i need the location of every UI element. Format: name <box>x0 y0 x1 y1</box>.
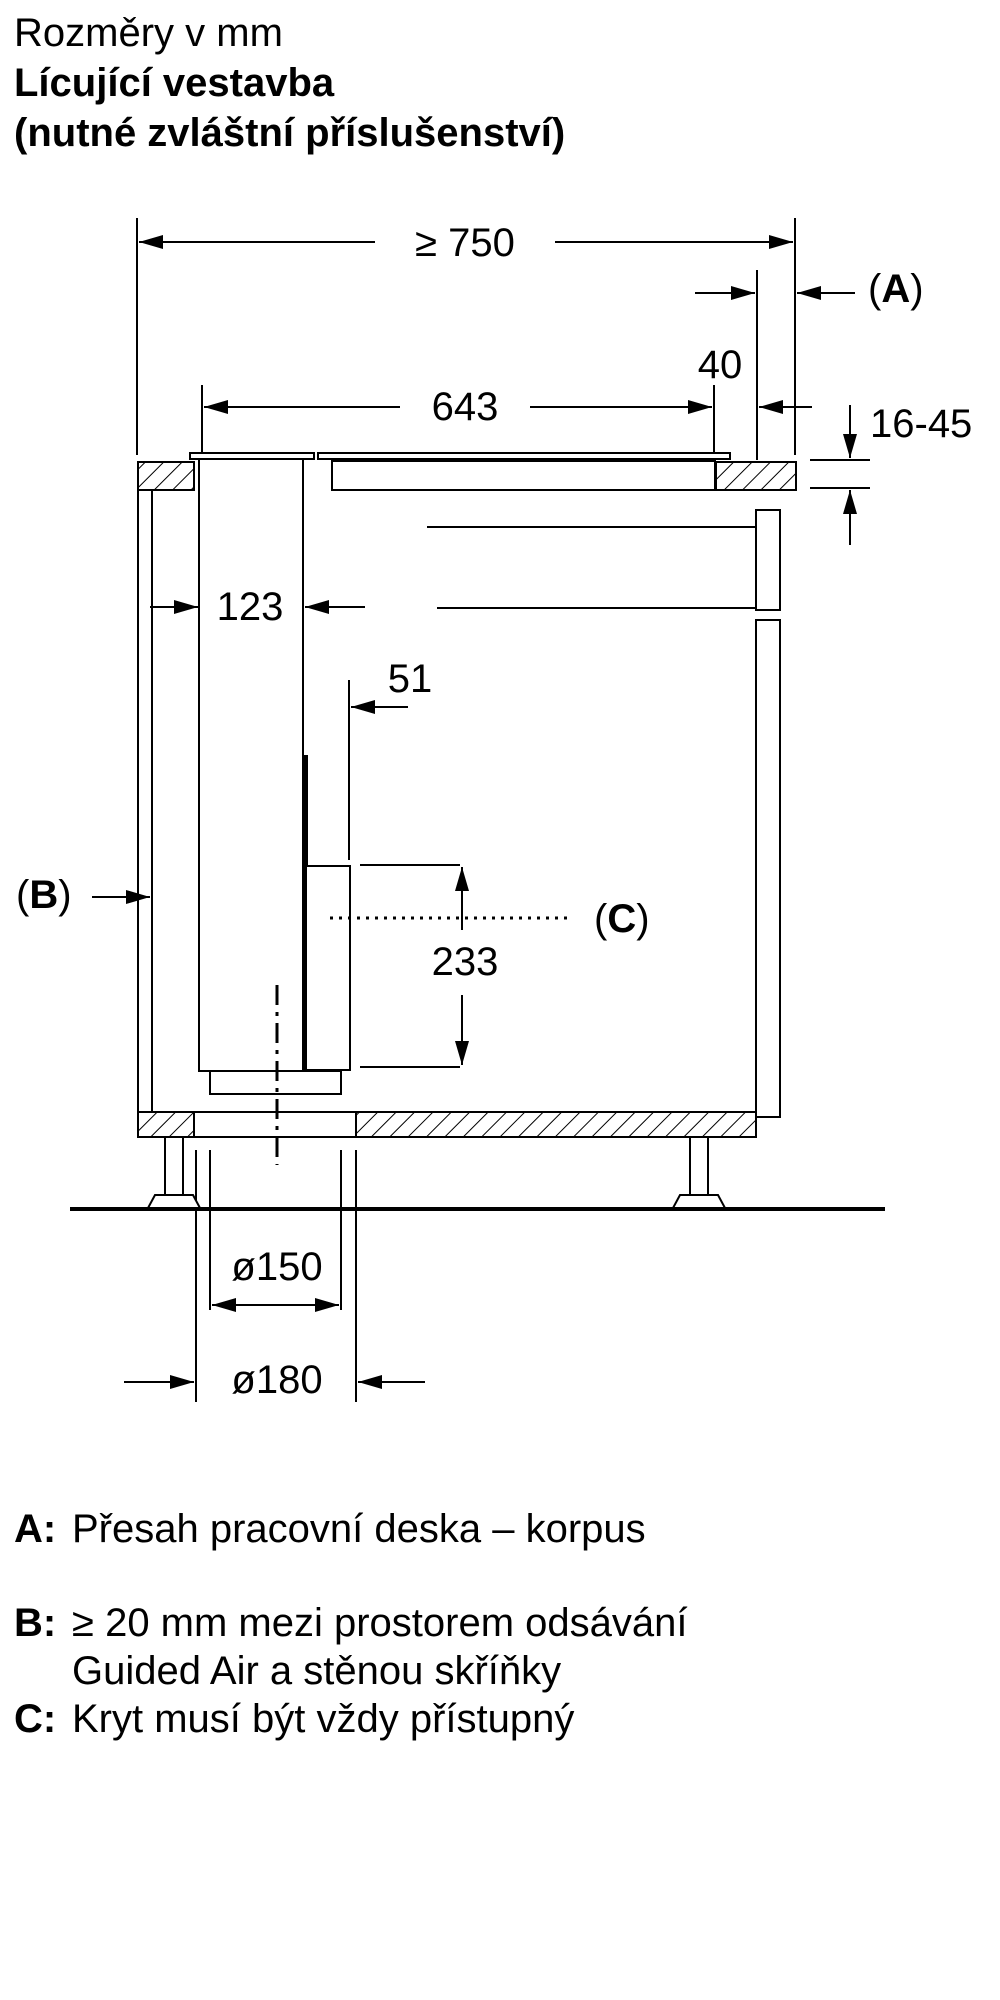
header-title: Lícující vestavba <box>14 61 335 105</box>
cabinet-base-left <box>137 1111 195 1138</box>
legend-text-a: Přesah pracovní deska – korpus <box>72 1507 646 1551</box>
marker-b: (B) <box>16 873 72 917</box>
legend-key-c: C: <box>14 1697 57 1741</box>
cabinet-legs <box>146 1136 727 1209</box>
door-front <box>755 619 781 1118</box>
marker-a: (A) <box>868 267 924 311</box>
legend-key-a: A: <box>14 1507 57 1551</box>
legend-text-b-line1: ≥ 20 mm mezi prostorem odsávání <box>72 1601 688 1645</box>
hob-body <box>331 460 716 491</box>
dim-outlet-inner: ø150 <box>231 1245 322 1289</box>
cabinet-side-panel <box>137 489 153 1113</box>
hob <box>189 452 731 491</box>
dim-overhang: 40 <box>698 343 743 387</box>
marker-labels: (A) (B) (C) <box>16 267 924 941</box>
legend-key-b: B: <box>14 1601 57 1645</box>
duct-body <box>198 458 304 1072</box>
dim-outlet-outer: ø180 <box>231 1358 322 1402</box>
header: Rozměry v mm Lícující vestavba (nutné zv… <box>14 8 565 158</box>
dim-cover-height: 233 <box>432 940 499 984</box>
legend-text-c: Kryt musí být vždy přístupný <box>72 1697 575 1741</box>
dim-duct-gap: 51 <box>388 657 433 701</box>
legend-text-b-line2: Guided Air a stěnou skříňky <box>72 1649 562 1693</box>
dim-width-min: ≥ 750 <box>415 221 515 265</box>
dim-hob-width: 643 <box>432 385 499 429</box>
extension-lines <box>136 218 870 1402</box>
drawer-front <box>755 509 781 611</box>
cabinet <box>137 489 781 1138</box>
dimension-labels: ≥ 750 643 40 16-45 123 51 233 ø150 ø180 <box>217 221 973 1402</box>
access-cover <box>305 865 351 1071</box>
installation-diagram: ≥ 750 643 40 16-45 123 51 233 ø150 ø180 … <box>16 218 973 1402</box>
header-units: Rozměry v mm <box>14 11 283 55</box>
marker-c: (C) <box>594 897 650 941</box>
hob-glass-right <box>317 452 731 460</box>
cabinet-base-right <box>355 1111 757 1138</box>
dim-duct-offset: 123 <box>217 585 284 629</box>
extraction-duct <box>198 458 351 1095</box>
worktop <box>137 461 797 491</box>
worktop-left-section <box>137 461 195 491</box>
dim-worktop-thickness: 16-45 <box>870 402 972 446</box>
worktop-right-section <box>715 461 797 491</box>
header-subtitle: (nutné zvláštní příslušenství) <box>14 111 566 155</box>
